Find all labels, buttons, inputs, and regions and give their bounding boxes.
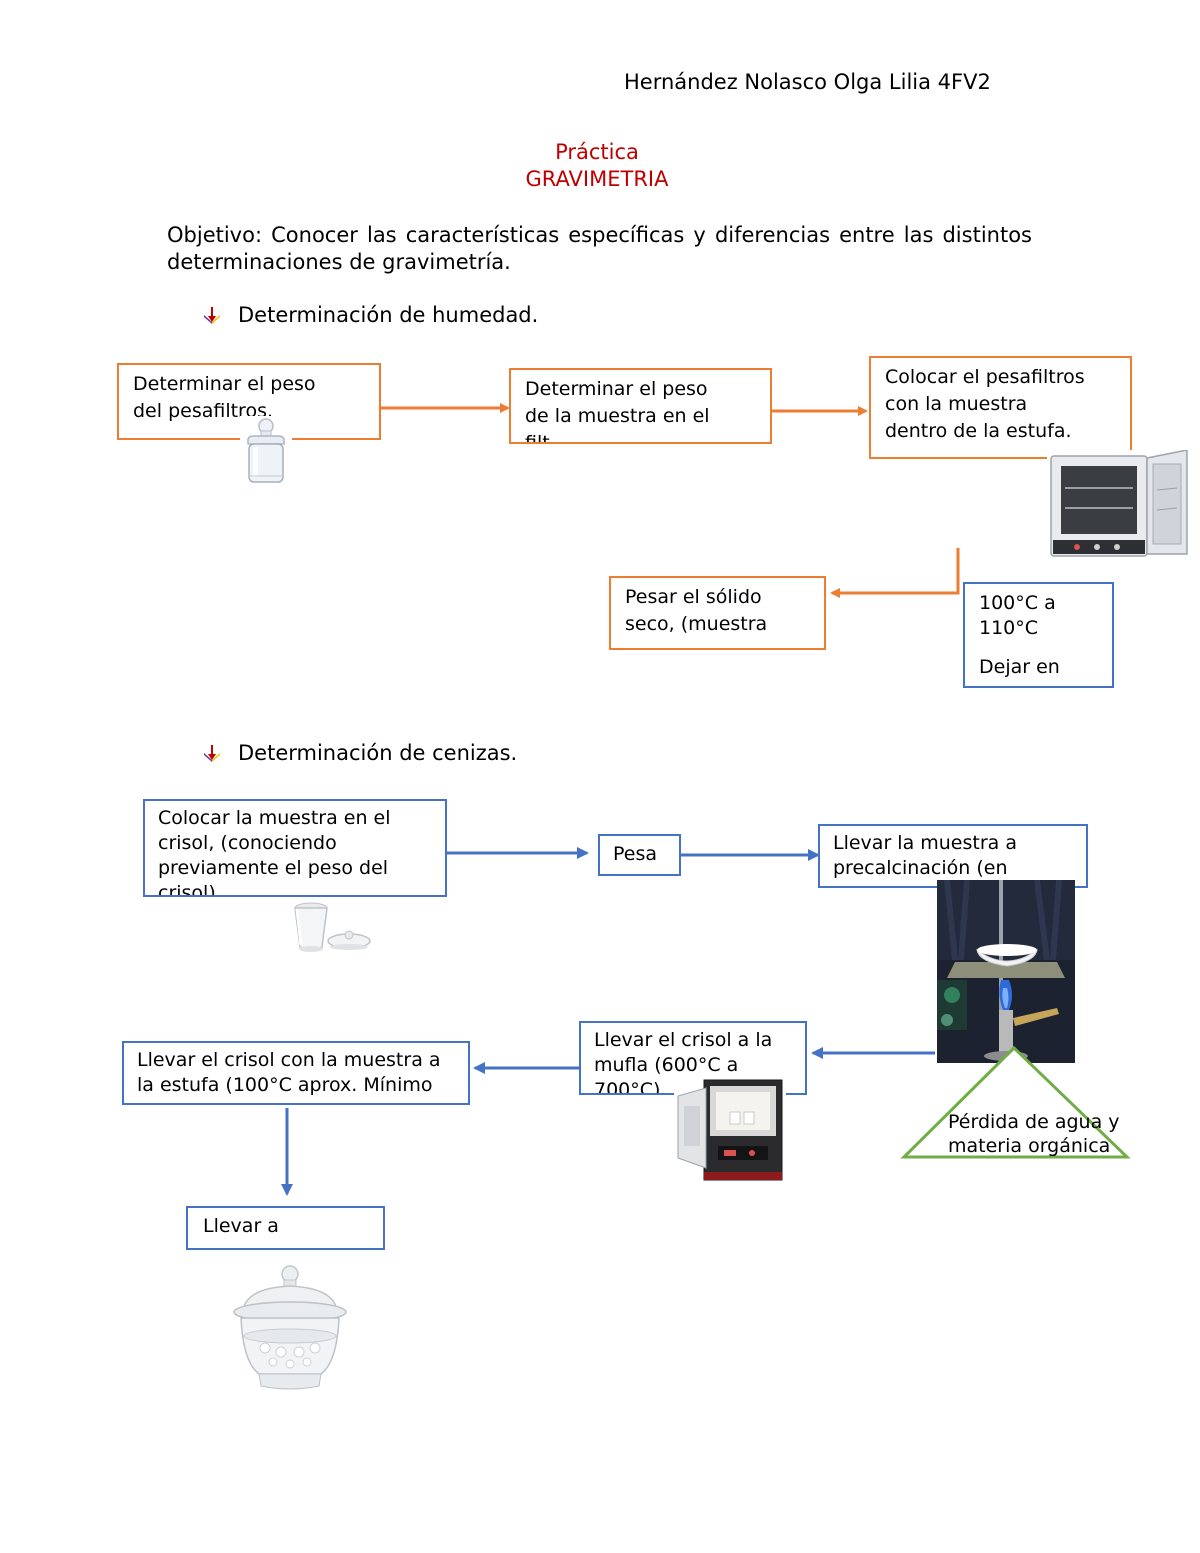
objective-text: Objetivo: Conocer las características es… <box>167 223 1032 274</box>
section-humedad-title: Determinación de humedad. <box>238 303 539 327</box>
crucible-image <box>287 897 375 959</box>
desiccator-image <box>225 1262 355 1394</box>
step-place-in-crucible: Colocar la muestra en el crisol, (conoci… <box>143 799 447 897</box>
step-weigh-dry-solid: Pesar el sólido seco, (muestra <box>609 576 826 650</box>
ash-loss-label: Pérdida de agua y materia orgánica <box>948 1111 1120 1157</box>
section-cenizas-title: Determinación de cenizas. <box>238 741 518 765</box>
weighing-bottle-image <box>240 416 292 488</box>
triangle-callout <box>900 1045 1131 1159</box>
step-weigh-sample: Determinar el peso de la muestra en el f… <box>509 368 772 444</box>
muffle-furnace-image <box>674 1076 786 1186</box>
title-practica: Práctica <box>555 140 639 164</box>
section-humedad-heading: Determinación de humedad. <box>200 303 538 327</box>
drying-oven-image <box>1047 450 1193 565</box>
author-line: Hernández Nolasco Olga Lilia 4FV2 <box>624 70 991 94</box>
title-gravimetria: GRAVIMETRIA <box>525 167 669 191</box>
step-precalcination: Llevar la muestra a precalcinación (en <box>818 824 1088 888</box>
bullet-arrow-icon <box>204 307 220 324</box>
step-crucible-to-oven: Llevar el crisol con la muestra a la est… <box>122 1041 470 1105</box>
step-to-desiccator: Llevar a <box>186 1206 385 1250</box>
bullet-arrow-icon <box>204 745 220 762</box>
step-place-in-oven: Colocar el pesafiltros con la muestra de… <box>869 356 1132 459</box>
section-cenizas-heading: Determinación de cenizas. <box>200 741 517 765</box>
oven-temperature-note: 100°C a 110°C Dejar en <box>963 582 1114 688</box>
precalcination-photo <box>937 880 1075 1063</box>
arrow-h3-h5 <box>830 548 960 598</box>
step-weigh: Pesa <box>598 834 681 876</box>
